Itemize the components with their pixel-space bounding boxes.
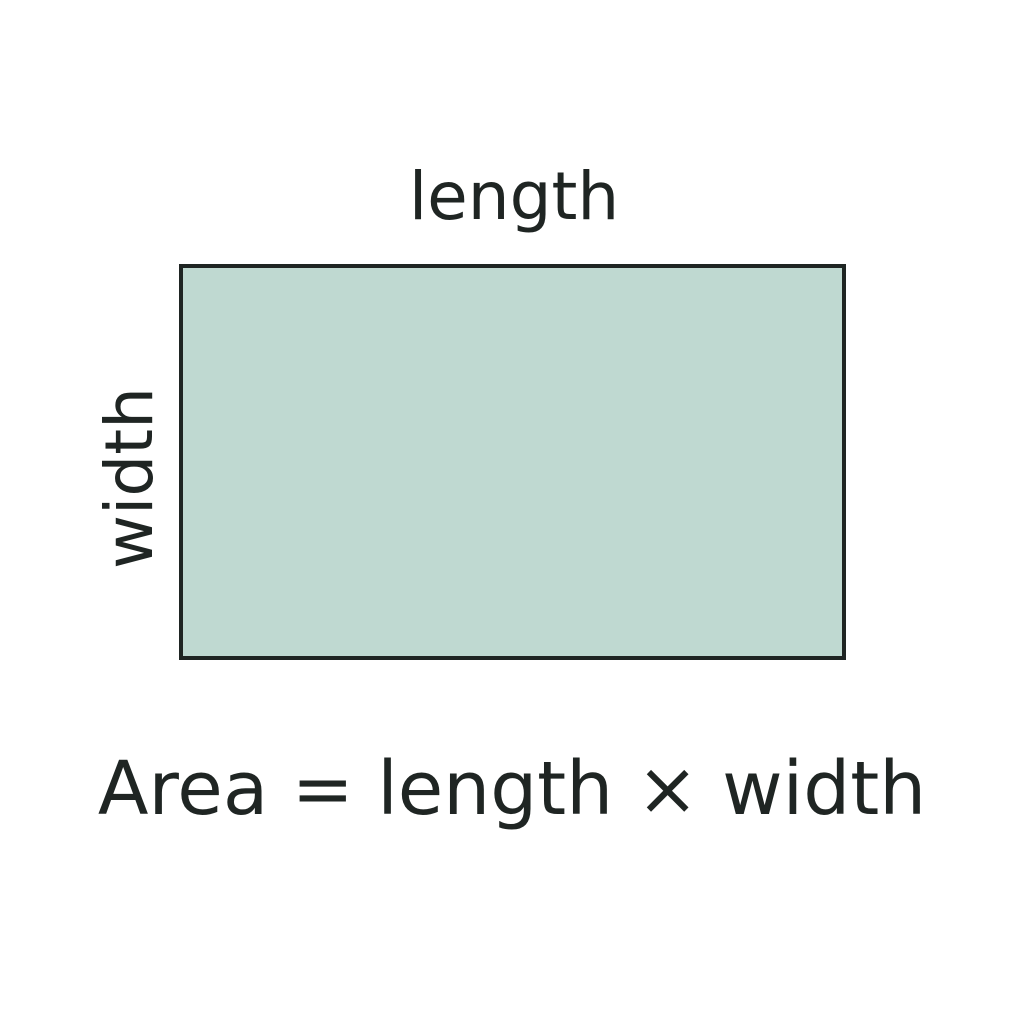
area-formula: Area = length × width [97, 746, 927, 832]
width-label: width [91, 387, 168, 569]
rectangle-shape [179, 264, 846, 660]
length-label: length [408, 158, 620, 235]
